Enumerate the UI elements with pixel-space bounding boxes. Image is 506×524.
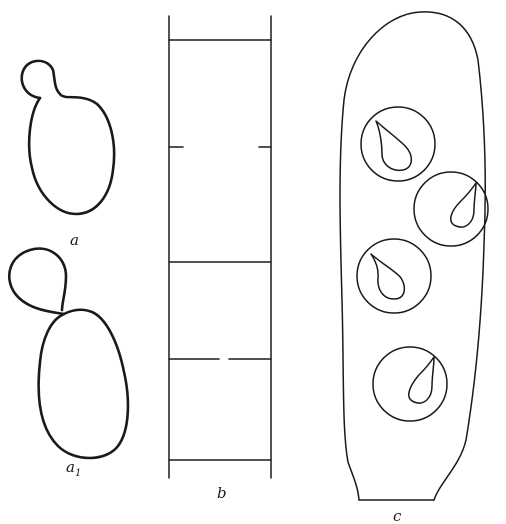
spore-3-wall xyxy=(357,239,431,313)
spore-2 xyxy=(414,172,488,246)
label-b: b xyxy=(217,484,227,502)
cell-a-mother xyxy=(29,94,114,214)
label-a: a xyxy=(70,231,79,249)
ascus-c: c xyxy=(340,12,488,524)
ascus-c-wall xyxy=(340,12,485,500)
spore-4 xyxy=(373,347,447,421)
spore-4-wall xyxy=(373,347,447,421)
filament-b: b xyxy=(169,16,271,502)
spore-3-droplet xyxy=(371,254,404,299)
cell-a: a xyxy=(22,61,114,249)
cell-a-bud xyxy=(22,61,60,98)
cell-a1-mother xyxy=(39,310,128,458)
spore-1 xyxy=(361,107,435,181)
cell-a1-bud xyxy=(9,249,66,314)
spore-4-droplet xyxy=(409,357,434,403)
cell-a1: a1 xyxy=(9,249,128,479)
label-a1: a1 xyxy=(66,458,81,479)
spore-1-droplet xyxy=(376,121,411,170)
spore-3 xyxy=(357,239,431,313)
spore-2-droplet xyxy=(451,183,476,227)
spore-2-wall xyxy=(414,172,488,246)
label-c: c xyxy=(393,507,402,524)
